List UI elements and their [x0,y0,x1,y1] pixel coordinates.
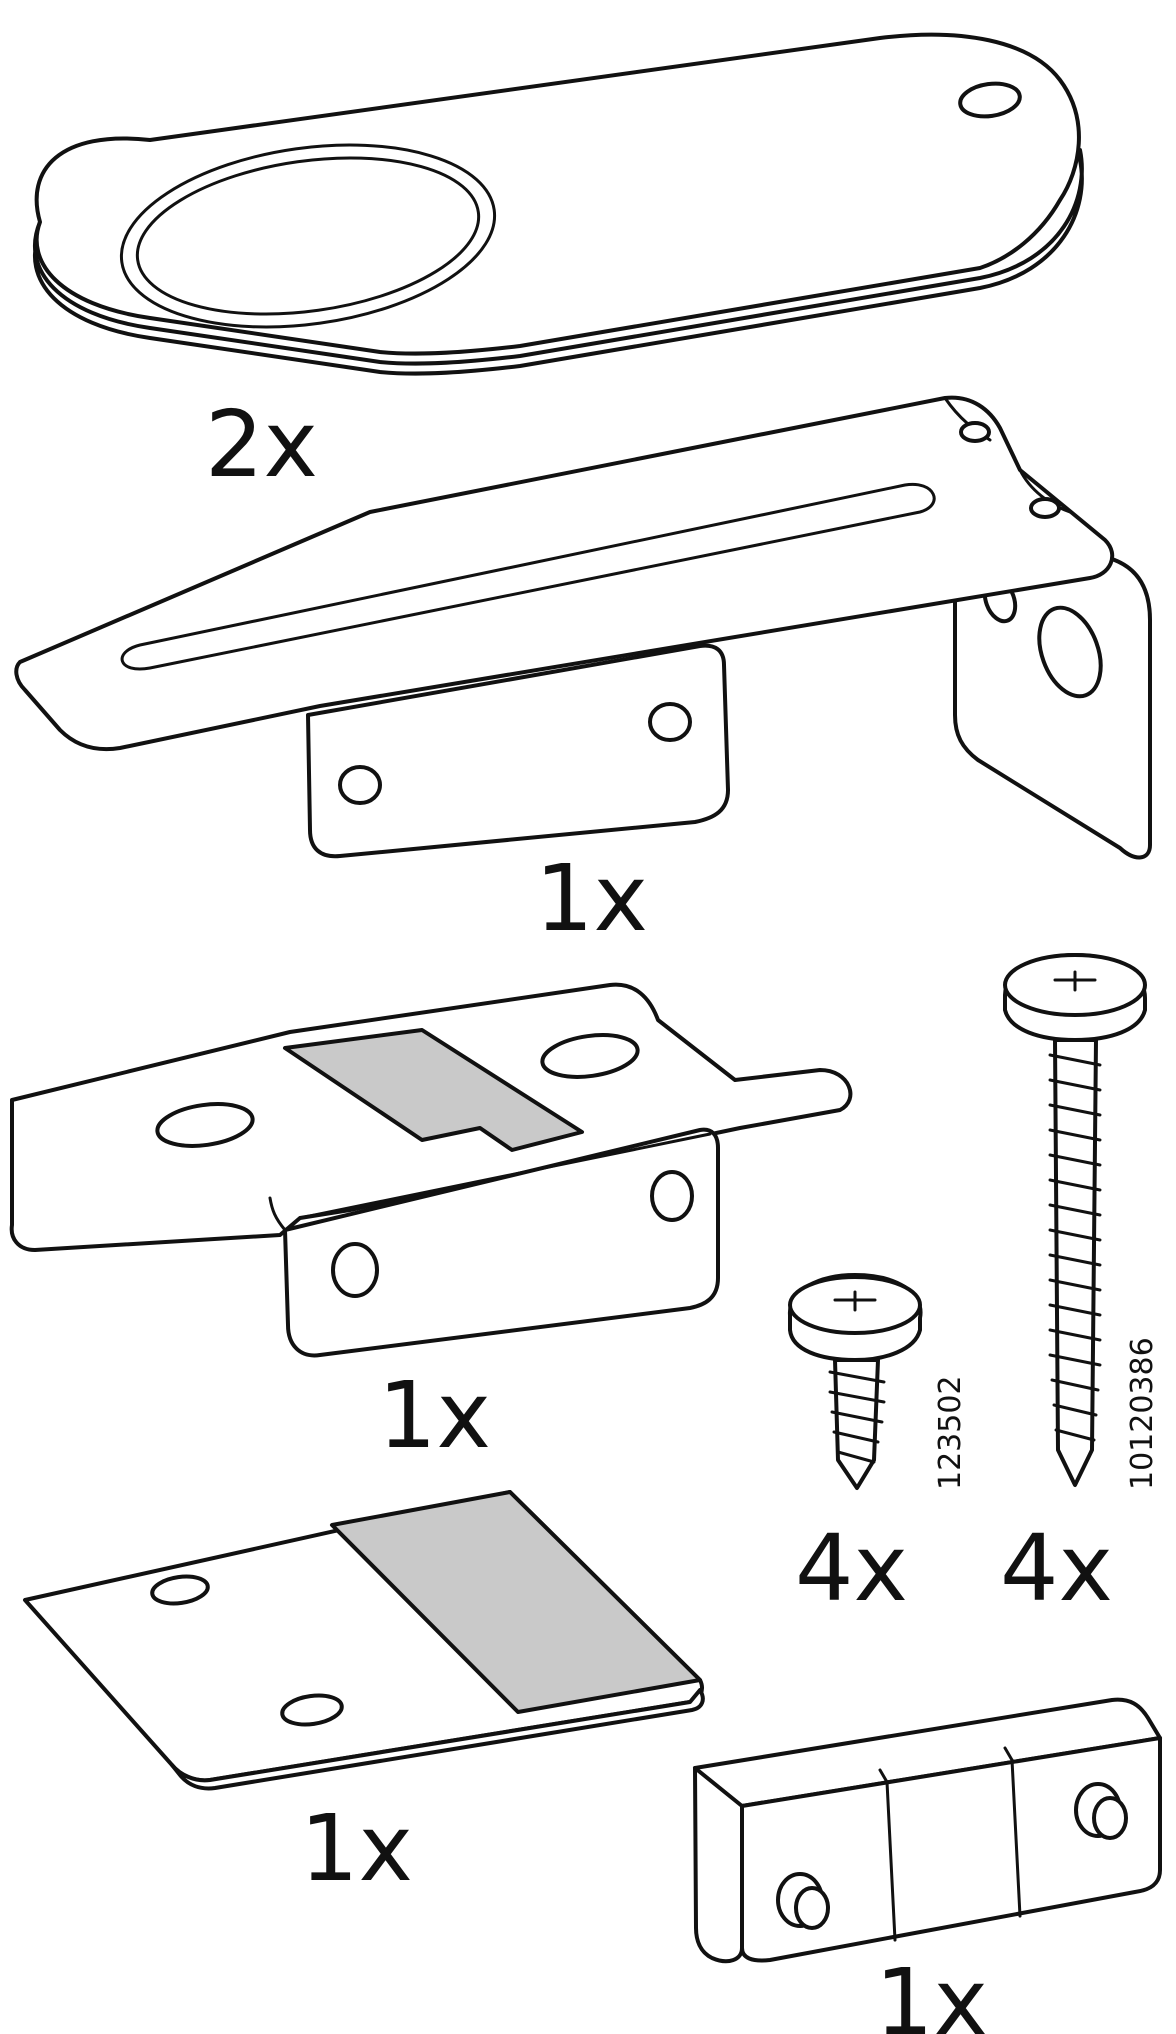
oval-plate-quantity: 2x [205,391,318,498]
angle-bracket-quantity: 1x [535,845,648,952]
angle-bracket-part: 1x [14,395,1152,952]
oval-plate-part: 2x [33,32,1084,498]
angle-bracket-illustration [14,395,1152,860]
short-screw-article-number: 123502 [933,1375,968,1490]
sliding-bracket-quantity: 1x [378,1362,491,1469]
long-screw-article-number: 10120386 [1125,1337,1160,1490]
sliding-bracket-part: 1x [9,982,853,1469]
long-screw-quantity: 4x [1000,1515,1113,1622]
connector-block-illustration [693,1697,1162,1964]
long-screw-part: 10120386 4x [1000,953,1160,1622]
short-screw-illustration [787,1273,923,1490]
connector-block-quantity: 1x [875,1949,988,2034]
long-screw-illustration [1003,953,1147,1487]
flat-plate-part: 1x [23,1490,705,1902]
short-screw-quantity: 4x [795,1515,908,1622]
oval-plate-illustration [33,32,1084,376]
flat-plate-quantity: 1x [300,1795,413,1902]
short-screw-part: 123502 4x [787,1273,968,1622]
sliding-bracket-illustration [9,982,853,1358]
connector-block-part: 1x [693,1697,1162,2034]
flat-plate-illustration [23,1490,705,1791]
